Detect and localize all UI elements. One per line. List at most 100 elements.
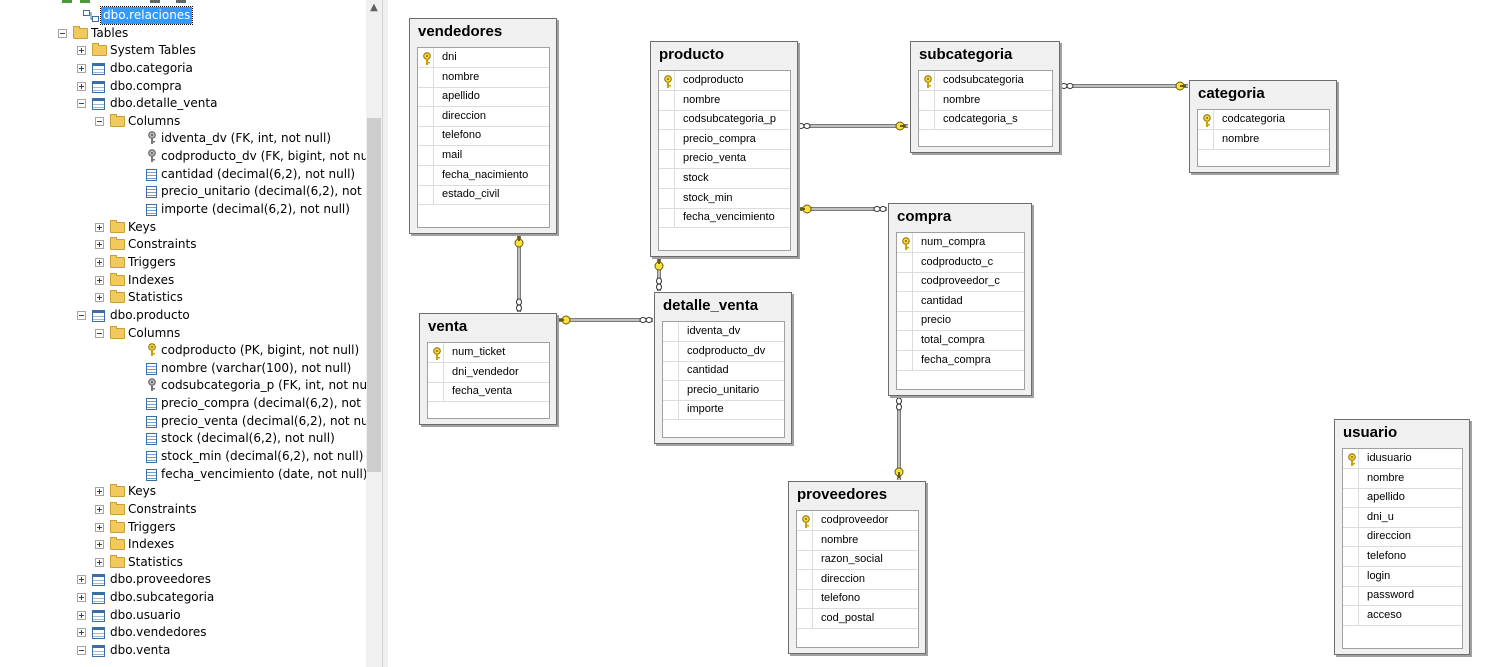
tree-node[interactable]: codproducto_dv (FK, bigint, not null) (0, 148, 380, 165)
row-selector[interactable] (797, 511, 813, 530)
table-column-row[interactable]: stock_min (659, 188, 790, 209)
table-column-row[interactable]: nombre (797, 530, 918, 551)
tree-node[interactable]: precio_compra (decimal(6,2), not null) (0, 395, 382, 412)
tree-scrollbar[interactable]: ▲ (366, 0, 382, 667)
table-column-row[interactable]: password (1343, 586, 1462, 607)
collapse-icon[interactable] (77, 99, 86, 109)
table-column-row[interactable]: importe (663, 400, 784, 421)
table-column-row[interactable]: total_compra (897, 331, 1024, 351)
tree-node[interactable]: dbo.detalle_venta (0, 95, 366, 112)
relationship-detalle_venta-venta[interactable] (558, 315, 653, 325)
row-selector[interactable] (897, 331, 913, 350)
tree-node[interactable]: Keys (0, 483, 366, 500)
tree-node[interactable]: Keys (0, 219, 366, 236)
table-column-row[interactable]: cantidad (663, 361, 784, 382)
row-selector[interactable] (1198, 110, 1214, 129)
table-column-row[interactable]: razon_social (797, 550, 918, 571)
row-selector[interactable] (663, 400, 679, 420)
table-column-row[interactable]: codproveedor (797, 511, 918, 531)
row-selector[interactable] (659, 129, 675, 149)
expand-icon[interactable] (95, 293, 104, 303)
table-column-row[interactable]: cantidad (897, 291, 1024, 312)
expand-icon[interactable] (95, 557, 104, 567)
table-column-row[interactable]: mail (418, 146, 549, 166)
table-column-row[interactable]: codcategoria (1198, 110, 1329, 130)
relationship-venta-vendedores[interactable] (514, 235, 524, 312)
table-column-row[interactable]: direccion (418, 106, 549, 127)
tree-node[interactable]: importe (decimal(6,2), not null) (0, 201, 366, 218)
expand-icon[interactable] (95, 240, 104, 250)
expand-icon[interactable] (77, 81, 86, 91)
row-selector[interactable] (659, 110, 675, 130)
scroll-up-arrow-icon[interactable]: ▲ (370, 2, 378, 13)
row-selector[interactable] (418, 146, 434, 165)
table-column-row[interactable]: direccion (1343, 527, 1462, 548)
tree-node[interactable]: precio_venta (decimal(6,2), not null) (0, 413, 380, 430)
row-selector[interactable] (797, 550, 813, 570)
table-column-row[interactable]: telefono (797, 589, 918, 610)
tree-node[interactable]: Constraints (0, 236, 366, 253)
relationship-subcategoria-categoria[interactable] (1060, 81, 1188, 91)
table-column-row[interactable]: apellido (418, 87, 549, 108)
row-selector[interactable] (797, 569, 813, 589)
table-column-row[interactable]: fecha_compra (897, 350, 1024, 371)
table-column-row[interactable]: codproducto_c (897, 252, 1024, 273)
tree-node[interactable]: Statistics (0, 554, 366, 571)
row-selector[interactable] (428, 343, 444, 362)
row-selector[interactable] (1343, 488, 1359, 508)
tree-node[interactable]: idventa_dv (FK, int, not null) (0, 130, 366, 147)
table-column-row[interactable]: codcategoria_s (919, 110, 1052, 131)
collapse-icon[interactable] (58, 28, 67, 38)
collapse-icon[interactable] (77, 310, 86, 320)
pane-splitter[interactable] (382, 0, 388, 667)
tree-node[interactable]: Indexes (0, 272, 366, 289)
table-column-row[interactable]: fecha_nacimiento (418, 165, 549, 186)
tree-node[interactable]: Columns (0, 113, 366, 130)
table-column-row[interactable]: precio_venta (659, 149, 790, 170)
tree-node[interactable]: System Tables (0, 42, 366, 59)
table-column-row[interactable]: idusuario (1343, 449, 1462, 469)
row-selector[interactable] (659, 71, 675, 90)
row-selector[interactable] (1343, 547, 1359, 566)
table-column-row[interactable]: stock (659, 169, 790, 189)
row-selector[interactable] (659, 188, 675, 208)
tree-node[interactable]: Triggers (0, 254, 366, 271)
tree-node[interactable]: stock (decimal(6,2), not null) (0, 430, 366, 447)
relationship-compra-proveedores[interactable] (894, 397, 904, 480)
table-column-row[interactable]: telefono (418, 126, 549, 147)
row-selector[interactable] (418, 87, 434, 107)
row-selector[interactable] (1343, 605, 1359, 625)
row-selector[interactable] (659, 169, 675, 188)
expand-icon[interactable] (95, 522, 104, 532)
table-column-row[interactable]: codproducto (659, 71, 790, 91)
row-selector[interactable] (659, 90, 675, 110)
tree-node[interactable]: codsubcategoria_p (FK, int, not null) (0, 377, 378, 394)
expand-icon[interactable] (95, 275, 104, 285)
toolbar-icon[interactable] (150, 0, 160, 3)
row-selector[interactable] (897, 233, 913, 252)
expand-icon[interactable] (95, 504, 104, 514)
table-column-row[interactable]: direccion (797, 569, 918, 590)
table-column-row[interactable]: fecha_vencimiento (659, 208, 790, 229)
table-column-row[interactable]: fecha_venta (428, 382, 549, 403)
row-selector[interactable] (418, 67, 434, 87)
expand-icon[interactable] (77, 63, 86, 73)
toolbar-icon[interactable] (176, 0, 186, 3)
row-selector[interactable] (418, 48, 434, 67)
tree-node[interactable]: precio_unitario (decimal(6,2), not null) (0, 183, 382, 200)
table-column-row[interactable]: dni (418, 48, 549, 68)
tree-node[interactable]: Columns (0, 325, 366, 342)
tree-node[interactable]: cantidad (decimal(6,2), not null) (0, 166, 366, 183)
tree-node[interactable]: dbo.compra (0, 78, 366, 95)
row-selector[interactable] (919, 110, 935, 130)
row-selector[interactable] (1343, 586, 1359, 606)
tree-node[interactable]: Tables (0, 25, 366, 42)
table-column-row[interactable]: cod_postal (797, 609, 918, 629)
table-column-row[interactable]: precio_compra (659, 129, 790, 150)
row-selector[interactable] (418, 165, 434, 185)
expand-icon[interactable] (77, 593, 86, 603)
table-column-row[interactable]: codsubcategoria_p (659, 110, 790, 131)
row-selector[interactable] (919, 71, 935, 90)
relationship-producto-subcategoria[interactable] (797, 121, 908, 131)
